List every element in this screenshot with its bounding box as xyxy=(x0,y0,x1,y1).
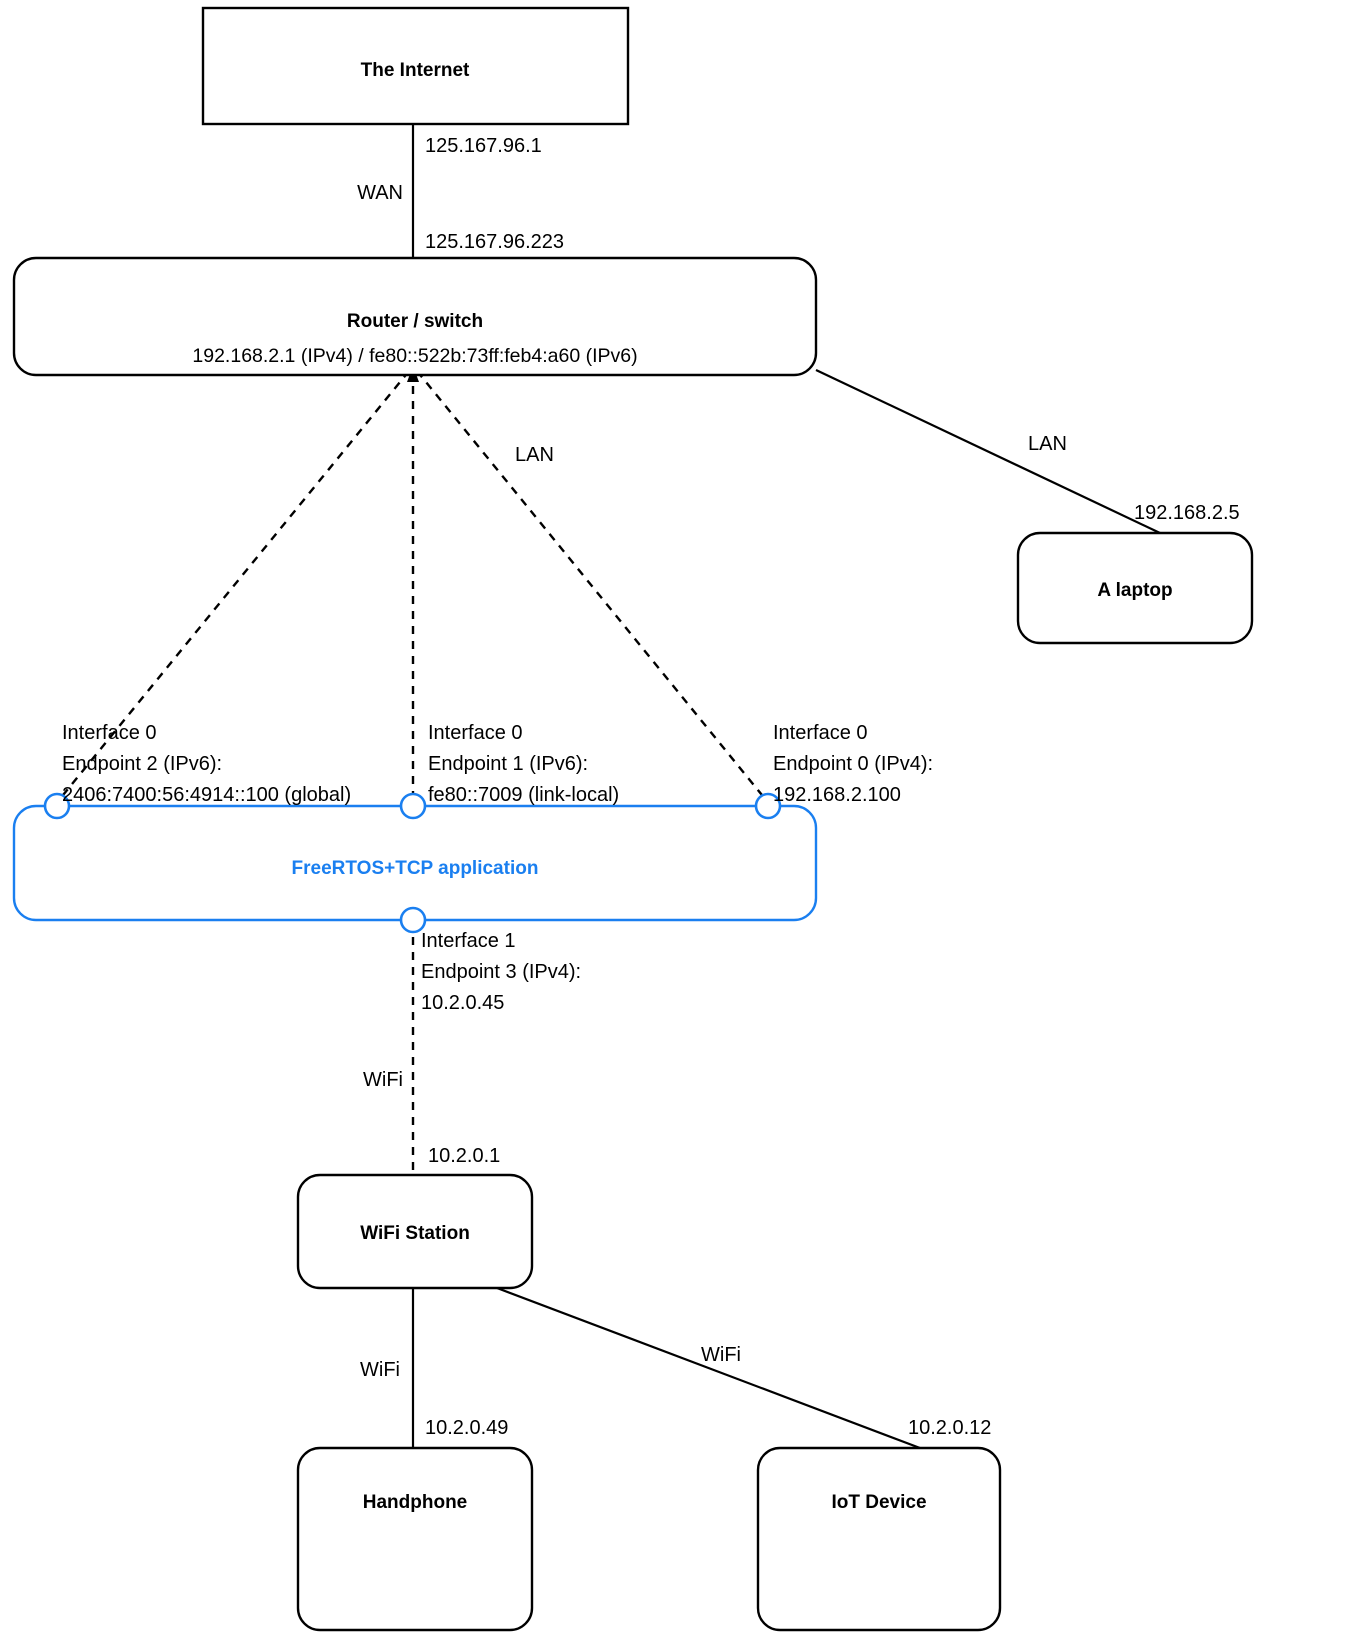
endpoint-annotation-1: Interface 0 Endpoint 1 (IPv6): fe80::700… xyxy=(428,722,619,806)
edge-line-router-laptop xyxy=(815,369,1161,534)
router-box[interactable] xyxy=(12,256,818,377)
endpoint-3-endpoint: Endpoint 3 (IPv4): xyxy=(421,961,581,983)
endpoint-annotation-3: Interface 1 Endpoint 3 (IPv4): 10.2.0.45 xyxy=(421,930,581,1014)
port-endpoint-2[interactable] xyxy=(43,792,71,820)
endpoint-1-interface: Interface 0 xyxy=(428,722,523,744)
endpoint-annotation-0: Interface 0 Endpoint 0 (IPv4): 192.168.2… xyxy=(773,722,933,806)
port-endpoint-0[interactable] xyxy=(754,792,782,820)
edge-label-iot-ip: 10.2.0.12 xyxy=(908,1417,991,1439)
endpoint-0-interface: Interface 0 xyxy=(773,722,868,744)
application-label: FreeRTOS+TCP application xyxy=(292,858,539,879)
laptop-box[interactable] xyxy=(1016,531,1254,645)
edge-label-lan-laptop: LAN xyxy=(1028,433,1067,455)
node-handphone[interactable]: Handphone xyxy=(296,1446,534,1632)
edge-router-endpoint2 xyxy=(58,370,410,801)
internet-label: The Internet xyxy=(361,60,470,81)
endpoint-2-endpoint: Endpoint 2 (IPv6): xyxy=(62,753,222,775)
endpoint-3-address: 10.2.0.45 xyxy=(421,992,504,1014)
endpoint-0-endpoint: Endpoint 0 (IPv4): xyxy=(773,753,933,775)
wifi-station-label: WiFi Station xyxy=(360,1223,470,1244)
laptop-label: A laptop xyxy=(1097,580,1172,601)
endpoint-3-interface: Interface 1 xyxy=(421,930,516,952)
handphone-box[interactable] xyxy=(296,1446,534,1632)
edge-line-router-endpoint0 xyxy=(416,370,767,801)
edge-wifi-station-iot xyxy=(496,1286,921,1450)
edge-line-router-endpoint2 xyxy=(58,370,410,801)
internet-box[interactable] xyxy=(201,6,630,126)
port-endpoint-3[interactable] xyxy=(399,906,427,934)
edge-label-wifi-station-ip: 10.2.0.1 xyxy=(428,1145,500,1167)
handphone-label: Handphone xyxy=(363,1492,468,1513)
endpoint-1-address: fe80::7009 (link-local) xyxy=(428,784,619,806)
node-iot-device[interactable]: IoT Device xyxy=(756,1446,1002,1632)
edge-label-wifi-app-station: WiFi xyxy=(363,1069,403,1091)
node-internet[interactable]: The Internet xyxy=(201,6,630,126)
port-endpoint-1[interactable] xyxy=(399,792,427,820)
node-wifi-station[interactable]: WiFi Station xyxy=(296,1173,534,1290)
edge-line-wifi-station-iot xyxy=(496,1286,921,1450)
edge-label-router-wan-ip: 125.167.96.223 xyxy=(425,231,564,253)
endpoint-2-interface: Interface 0 xyxy=(62,722,157,744)
edge-router-endpoint0 xyxy=(416,370,767,801)
node-router[interactable]: Router / switch 192.168.2.1 (IPv4) / fe8… xyxy=(12,256,818,377)
endpoint-2-address: 2406:7400:56:4914::100 (global) xyxy=(62,784,351,806)
router-label: Router / switch xyxy=(347,311,483,332)
iot-device-label: IoT Device xyxy=(831,1492,926,1513)
edge-label-handphone-ip: 10.2.0.49 xyxy=(425,1417,508,1439)
wifi-station-box[interactable] xyxy=(296,1173,534,1290)
iot-device-box[interactable] xyxy=(756,1446,1002,1632)
node-application[interactable]: FreeRTOS+TCP application xyxy=(12,792,818,934)
edge-label-internet-ip: 125.167.96.1 xyxy=(425,135,542,157)
edge-label-wifi-handphone: WiFi xyxy=(360,1359,400,1381)
edge-router-laptop xyxy=(815,369,1161,534)
edge-label-laptop-ip: 192.168.2.5 xyxy=(1134,502,1240,524)
node-laptop[interactable]: A laptop xyxy=(1016,531,1254,645)
edge-label-lan-app: LAN xyxy=(515,444,554,466)
router-addresses: 192.168.2.1 (IPv4) / fe80::522b:73ff:feb… xyxy=(192,345,637,367)
edge-label-wifi-iot: WiFi xyxy=(701,1344,741,1366)
endpoint-0-address: 192.168.2.100 xyxy=(773,784,901,806)
endpoint-annotation-2: Interface 0 Endpoint 2 (IPv6): 2406:7400… xyxy=(62,722,351,806)
endpoint-1-endpoint: Endpoint 1 (IPv6): xyxy=(428,753,588,775)
edge-label-wan: WAN xyxy=(357,182,403,204)
